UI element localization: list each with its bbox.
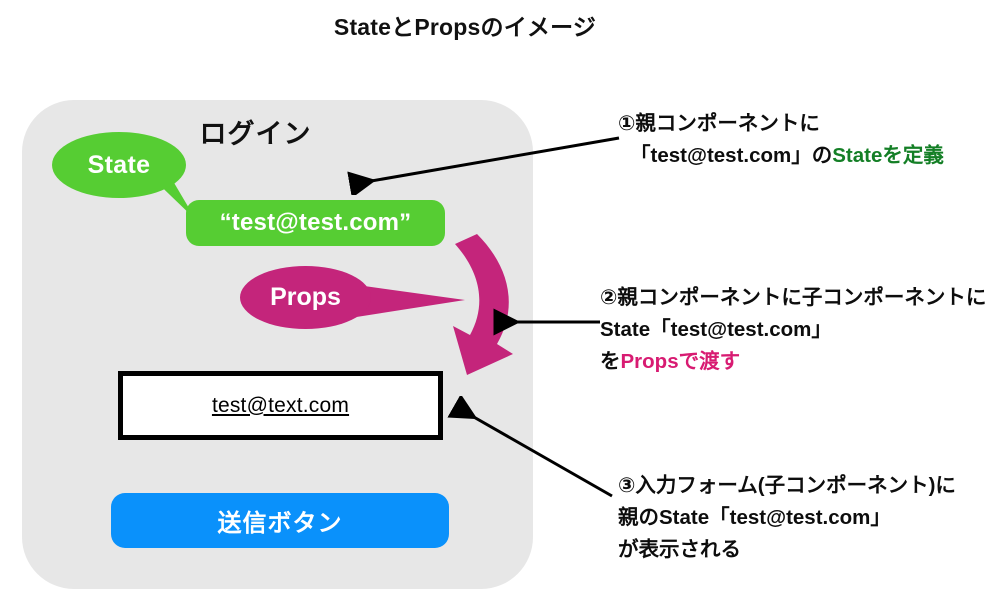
annotation-1: ①親コンポーネントに 「test@test.com」のStateを定義 [618,108,944,172]
email-input-value: test@text.com [211,393,350,417]
annotation-2-line-1: ②親コンポーネントに子コンポーネントに [600,286,987,309]
annotation-2: ②親コンポーネントに子コンポーネントに State「test@test.com」… [600,282,986,378]
annotation-3-line-1: ③入力フォーム(子コンポーネント)に [618,474,956,497]
annotation-2-line-3-prefix: を [600,350,621,373]
props-bubble-tail-icon [350,284,465,318]
state-value-pill: “test@test.com” [186,200,445,246]
annotation-1-line-2-prefix: 「test@test.com」の [630,144,833,167]
props-flow-curved-arrow-icon [453,234,513,375]
annotation-3: ③入力フォーム(子コンポーネント)に 親のState「test@test.com… [618,470,956,566]
email-input-field[interactable]: test@text.com [118,371,443,440]
annotation-2-line-2: State「test@test.com」 [600,318,832,341]
annotation-1-line-1: ①親コンポーネントに [618,112,820,135]
connector-arrow-3-icon [447,396,613,498]
page-title: StateとPropsのイメージ [333,14,597,40]
props-bubble-label: Props [270,283,341,311]
annotation-1-line-2: 「test@test.com」のStateを定義 [618,140,944,172]
submit-button-label: 送信ボタン [217,510,343,537]
annotation-2-line-3-accent: Propsで渡す [620,350,741,373]
props-bubble: Props [240,266,371,329]
connector-arrow-1-icon [347,136,620,195]
annotation-3-line-2: 親のState「test@test.com」 [618,506,891,529]
annotation-1-line-2-accent: Stateを定義 [832,144,944,167]
state-bubble-label: State [87,150,151,179]
annotation-2-line-3: をPropsで渡す [600,346,986,378]
connector-arrow-2-icon [493,308,600,336]
annotation-3-line-3: が表示される [618,538,741,561]
state-bubble: State [52,132,186,198]
state-value-text: “test@test.com” [219,209,412,236]
submit-button[interactable]: 送信ボタン [111,493,449,548]
